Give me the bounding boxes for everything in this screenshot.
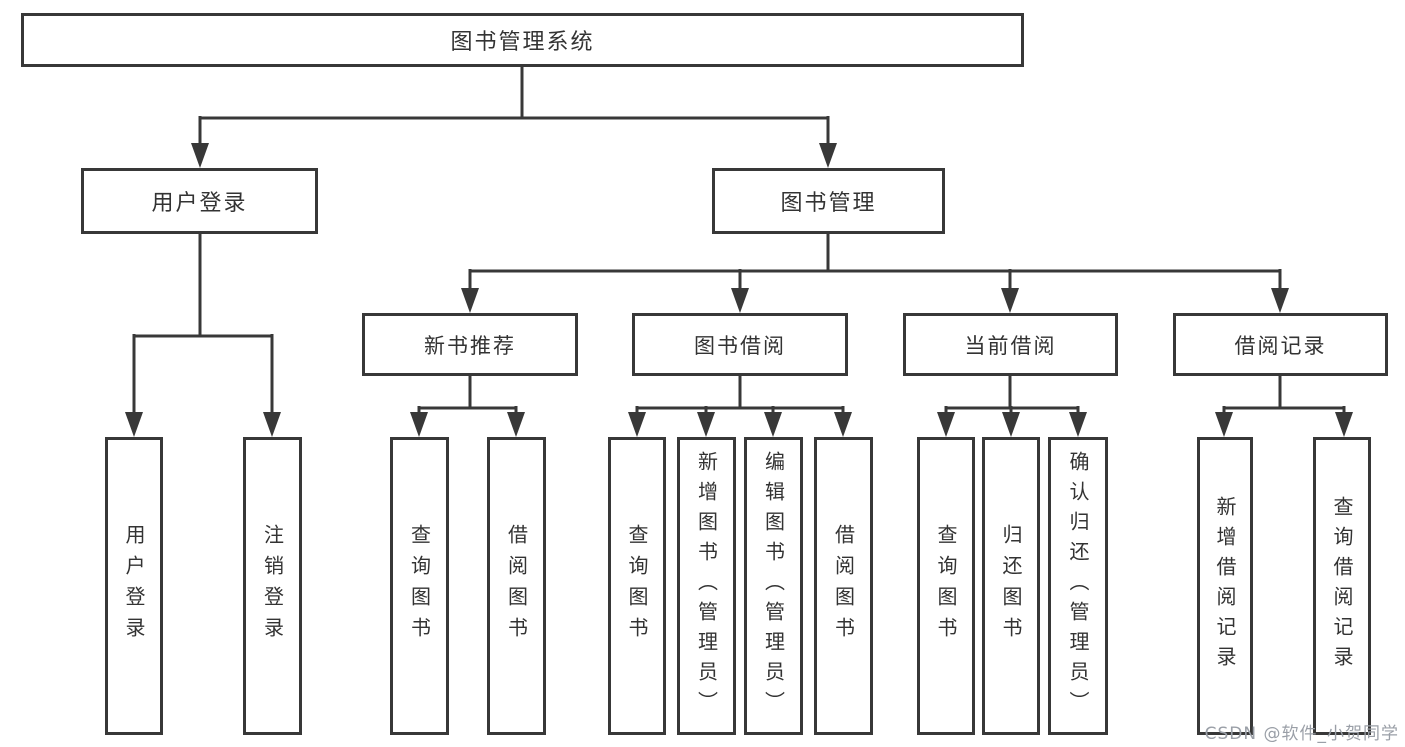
node-book-management: 图书管理 [712,168,945,234]
node-book-management-label: 图书管理 [780,191,877,216]
leaf-borrow-book-recommend: 借阅图书 [487,437,546,735]
leaf-user-login: 用户登录 [105,437,163,735]
node-book-borrow-label: 图书借阅 [694,333,786,358]
leaf-add-book-admin-label: 新增图书（管理员） [694,451,719,721]
leaf-query-book-current: 查询图书 [917,437,975,735]
node-borrow-records: 借阅记录 [1173,313,1388,376]
leaf-add-borrow-record-label: 新增借阅记录 [1213,496,1237,676]
csdn-watermark: CSDN @软件_小贺同学 [1204,724,1399,744]
node-root-system: 图书管理系统 [21,13,1024,67]
leaf-query-book-borrow-label: 查询图书 [625,524,649,648]
edges-user-login-to-leaves [125,232,281,437]
edges-borrow-records-to-leaves [1215,374,1353,437]
leaf-borrow-book-recommend-label: 借阅图书 [504,524,529,648]
leaf-logout: 注销登录 [243,437,302,735]
leaf-add-borrow-record: 新增借阅记录 [1197,437,1253,735]
leaf-query-book-borrow: 查询图书 [608,437,666,735]
edges-root-to-level2 [191,65,837,168]
node-user-login-label: 用户登录 [151,191,248,216]
leaf-return-book: 归还图书 [982,437,1040,735]
leaf-query-book-recommend-label: 查询图书 [407,524,432,648]
edges-book-mgmt-to-level3 [461,232,1289,313]
node-user-login: 用户登录 [81,168,318,234]
node-current-borrow: 当前借阅 [903,313,1118,376]
leaf-query-borrow-record: 查询借阅记录 [1313,437,1371,735]
edges-current-borrow-to-leaves [937,374,1087,437]
leaf-edit-book-admin: 编辑图书（管理员） [744,437,803,735]
node-borrow-records-label: 借阅记录 [1234,333,1327,358]
leaf-confirm-return-admin-label: 确认归还（管理员） [1066,451,1090,721]
leaf-query-borrow-record-label: 查询借阅记录 [1330,496,1354,676]
leaf-user-login-label: 用户登录 [122,524,146,648]
leaf-query-book-current-label: 查询图书 [934,524,958,648]
leaf-borrow-book-borrow: 借阅图书 [814,437,873,735]
edges-new-book-rec-to-leaves [410,374,525,437]
leaf-add-book-admin: 新增图书（管理员） [677,437,736,735]
leaf-logout-label: 注销登录 [260,524,285,648]
edges-book-borrow-to-leaves [628,374,852,437]
node-current-borrow-label: 当前借阅 [964,333,1057,358]
leaf-return-book-label: 归还图书 [999,524,1023,648]
leaf-confirm-return-admin: 确认归还（管理员） [1048,437,1108,735]
node-new-book-recommend: 新书推荐 [362,313,578,376]
node-new-book-recommend-label: 新书推荐 [424,333,516,358]
node-book-borrow: 图书借阅 [632,313,848,376]
leaf-query-book-recommend: 查询图书 [390,437,449,735]
leaf-borrow-book-borrow-label: 借阅图书 [831,524,856,648]
node-root-label: 图书管理系统 [450,30,595,55]
leaf-edit-book-admin-label: 编辑图书（管理员） [761,451,786,721]
